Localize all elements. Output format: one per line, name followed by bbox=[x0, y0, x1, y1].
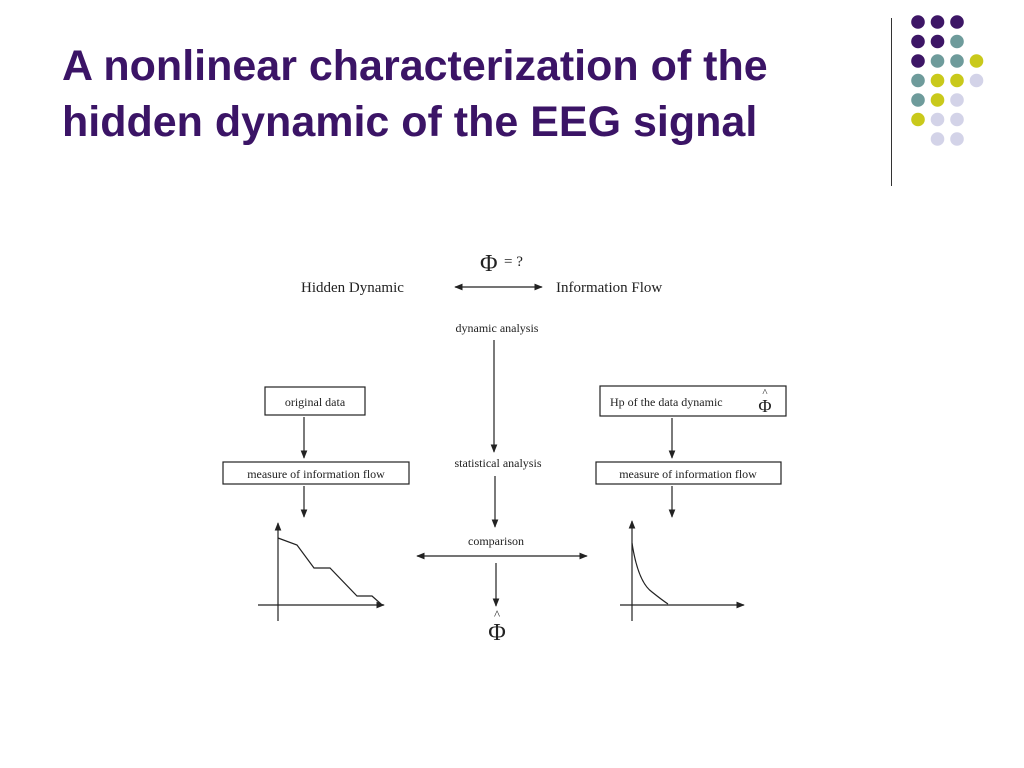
decorative-dot-grid bbox=[911, 15, 984, 146]
phi-hat-symbol: Φ bbox=[488, 620, 506, 646]
right-plot-curve bbox=[631, 542, 669, 605]
statistical-analysis-label: statistical analysis bbox=[455, 456, 542, 470]
decorative-dot-teal bbox=[950, 54, 964, 68]
measure-label-right: measure of information flow bbox=[619, 467, 757, 481]
phi-question: = ? bbox=[504, 254, 523, 270]
title-line-2: hidden dynamic of the EEG signal bbox=[62, 98, 758, 146]
decorative-dot-yellow bbox=[911, 112, 925, 127]
decorative-dot-yellow bbox=[930, 73, 945, 88]
comparison-label: comparison bbox=[468, 534, 524, 548]
slide-title: A nonlinear characterization of the hidd… bbox=[62, 38, 892, 150]
decorative-dot-teal bbox=[930, 54, 945, 68]
decorative-dot-purple bbox=[930, 34, 945, 49]
decorative-dot-purple bbox=[950, 15, 964, 29]
decorative-dot-purple bbox=[930, 15, 945, 29]
measure-box-left bbox=[222, 461, 410, 485]
dynamic-analysis-label: dynamic analysis bbox=[456, 321, 539, 335]
decorative-dot-teal bbox=[911, 73, 925, 88]
decorative-dot-lavender bbox=[930, 112, 945, 127]
hp-data-dynamic-box bbox=[599, 385, 787, 417]
decorative-dot-lavender bbox=[950, 112, 964, 127]
phi-hat-hat: ^ bbox=[494, 607, 500, 622]
decorative-dot-lavender bbox=[950, 132, 964, 146]
original-data-label: original data bbox=[285, 395, 346, 409]
decorative-dot-purple bbox=[911, 34, 925, 49]
decorative-dot-teal bbox=[950, 34, 964, 49]
decorative-dot-yellow bbox=[969, 54, 984, 68]
title-line-1: A nonlinear characterization of the bbox=[62, 42, 768, 90]
decorative-dot-teal bbox=[911, 93, 925, 107]
decorative-dot-yellow bbox=[930, 93, 945, 107]
phi-hat-right-hat: ^ bbox=[762, 387, 768, 399]
measure-box-right bbox=[595, 461, 782, 485]
title-divider bbox=[891, 18, 892, 186]
measure-label-left: measure of information flow bbox=[247, 467, 385, 481]
decorative-dot-purple bbox=[911, 15, 925, 29]
phi-hat-right: Φ bbox=[758, 396, 771, 416]
decorative-dot-purple bbox=[911, 54, 925, 68]
decorative-dot-lavender bbox=[950, 93, 964, 107]
information-flow-label: Information Flow bbox=[556, 280, 662, 296]
hidden-dynamic-label: Hidden Dynamic bbox=[301, 280, 404, 296]
decorative-dot-lavender bbox=[930, 132, 945, 146]
left-plot-curve bbox=[277, 537, 382, 605]
phi-symbol: Φ bbox=[480, 251, 498, 277]
original-data-box bbox=[264, 386, 366, 416]
decorative-dot-lavender bbox=[969, 73, 984, 88]
decorative-dot-yellow bbox=[950, 73, 964, 88]
hp-data-dynamic-label: Hp of the data dynamic bbox=[610, 395, 723, 409]
